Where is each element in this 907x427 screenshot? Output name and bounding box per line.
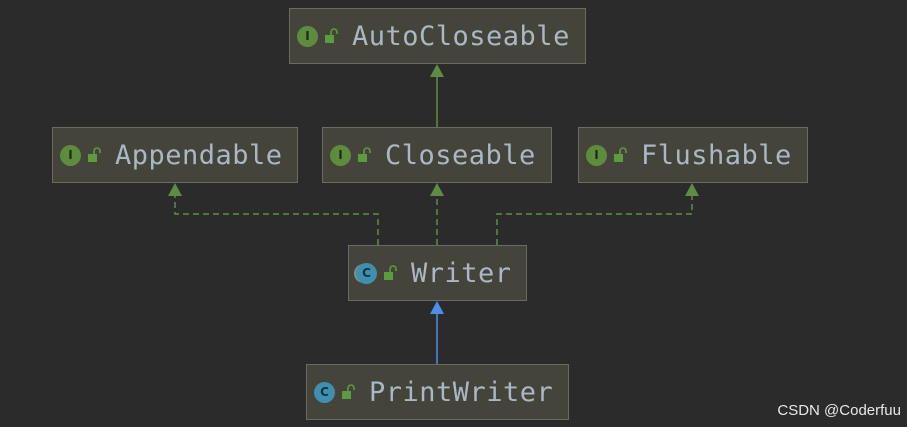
node-appendable[interactable]: I Appendable (52, 127, 298, 183)
class-badge-icon: C (314, 381, 335, 403)
unlocked-padlock-icon (358, 147, 371, 162)
interface-badge-icon: I (586, 144, 607, 166)
node-label: AutoCloseable (352, 20, 570, 52)
interface-badge-icon: I (330, 144, 351, 166)
unlocked-padlock-icon (384, 265, 397, 280)
node-flushable[interactable]: I Flushable (578, 127, 808, 183)
edge-writer-appendable (174, 195, 379, 245)
node-writer[interactable]: C Writer (348, 245, 527, 301)
node-label: Flushable (641, 139, 792, 171)
node-label: Appendable (115, 139, 283, 171)
edge-writer-flushable (496, 195, 693, 245)
arrowhead-writer (430, 301, 444, 314)
arrowhead-flushable (685, 183, 699, 196)
unlocked-padlock-icon (88, 147, 101, 162)
node-label: Closeable (385, 139, 536, 171)
arrowhead-closeable (430, 183, 444, 196)
node-printwriter[interactable]: C PrintWriter (306, 364, 569, 420)
node-autocloseable[interactable]: I AutoCloseable (289, 8, 586, 64)
watermark: CSDN @Coderfuu (777, 402, 901, 419)
unlocked-padlock-icon (614, 147, 627, 162)
arrowhead-autocloseable (430, 64, 444, 77)
node-closeable[interactable]: I Closeable (322, 127, 552, 183)
abstract-class-badge-icon: C (356, 262, 377, 284)
unlocked-padlock-icon (325, 28, 338, 43)
node-label: Writer (411, 257, 512, 289)
arrowhead-appendable (168, 183, 182, 196)
node-label: PrintWriter (369, 376, 554, 408)
interface-badge-icon: I (297, 25, 318, 47)
unlocked-padlock-icon (342, 384, 355, 399)
interface-badge-icon: I (60, 144, 81, 166)
